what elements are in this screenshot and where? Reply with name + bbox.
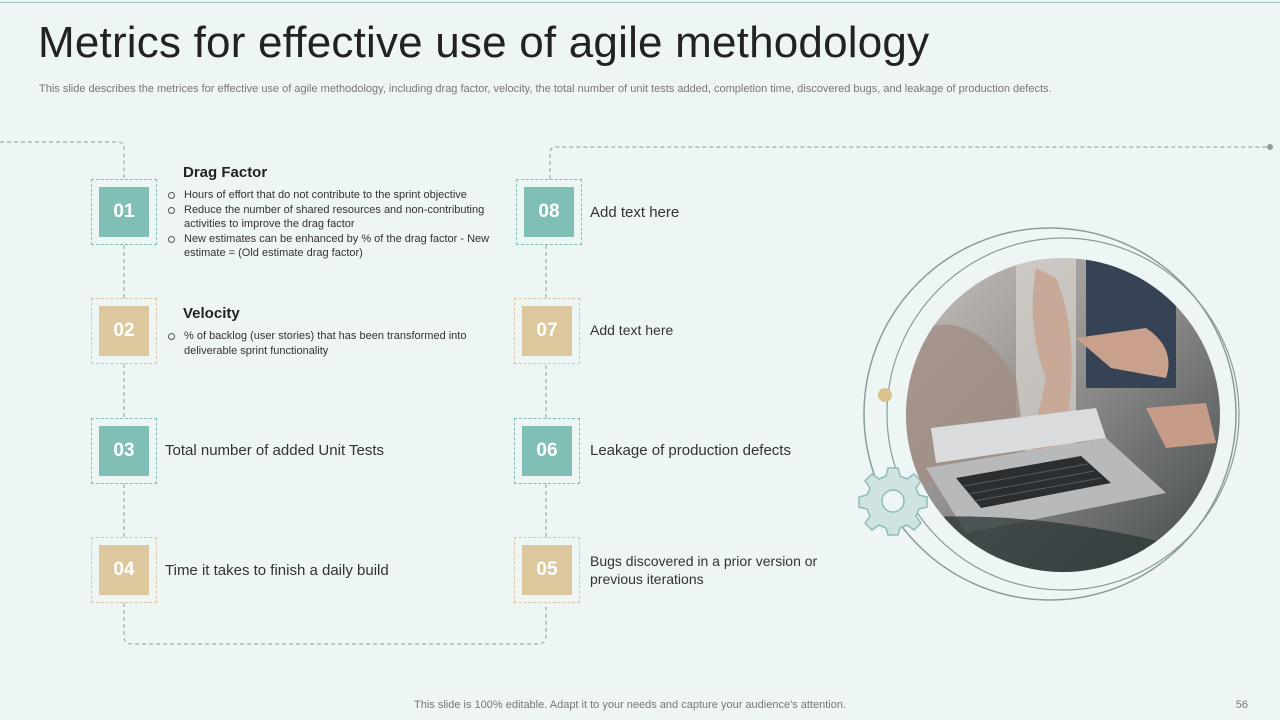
- item-08-frame: 08: [516, 179, 582, 245]
- item-05-number: 05: [522, 545, 572, 595]
- item-04-number: 04: [99, 545, 149, 595]
- item-04-text: Time it takes to finish a daily build: [165, 562, 389, 579]
- item-04-frame: 04: [91, 537, 157, 603]
- item-02-frame: 02: [91, 298, 157, 364]
- item-07-number: 07: [522, 306, 572, 356]
- item-01-frame: 01: [91, 179, 157, 245]
- slide-subtitle: This slide describes the metrices for ef…: [39, 83, 1052, 95]
- item-01-number: 01: [99, 187, 149, 237]
- slide-title: Metrics for effective use of agile metho…: [38, 18, 930, 67]
- item-03-frame: 03: [91, 418, 157, 484]
- item-03-number: 03: [99, 426, 149, 476]
- item-06-text: Leakage of production defects: [590, 442, 791, 459]
- item-01-bullets: Hours of effort that do not contribute t…: [165, 188, 505, 261]
- slide-footer: This slide is 100% editable. Adapt it to…: [414, 699, 846, 711]
- item-06-frame: 06: [514, 418, 580, 484]
- page-number: 56: [1235, 699, 1248, 711]
- item-01-title: Drag Factor: [183, 164, 268, 181]
- item-06-number: 06: [522, 426, 572, 476]
- bullet: % of backlog (user stories) that has bee…: [165, 329, 485, 358]
- bullet: Reduce the number of shared resources an…: [165, 203, 505, 232]
- item-02-title: Velocity: [183, 305, 240, 322]
- item-03-text: Total number of added Unit Tests: [165, 442, 385, 459]
- item-05-text: Bugs discovered in a prior version or pr…: [590, 553, 818, 587]
- item-07-text: Add text here: [590, 322, 674, 338]
- item-08-number: 08: [524, 187, 574, 237]
- bullet: Hours of effort that do not contribute t…: [165, 188, 505, 203]
- gear-icon: [858, 467, 928, 536]
- item-08-text: Add text here: [590, 204, 680, 221]
- item-02-bullets: % of backlog (user stories) that has bee…: [165, 329, 485, 358]
- item-07-frame: 07: [514, 298, 580, 364]
- bullet: New estimates can be enhanced by % of th…: [165, 232, 505, 261]
- item-05-frame: 05: [514, 537, 580, 603]
- laptop-team-photo: [906, 258, 1220, 572]
- top-rule: [0, 2, 1280, 3]
- item-02-number: 02: [99, 306, 149, 356]
